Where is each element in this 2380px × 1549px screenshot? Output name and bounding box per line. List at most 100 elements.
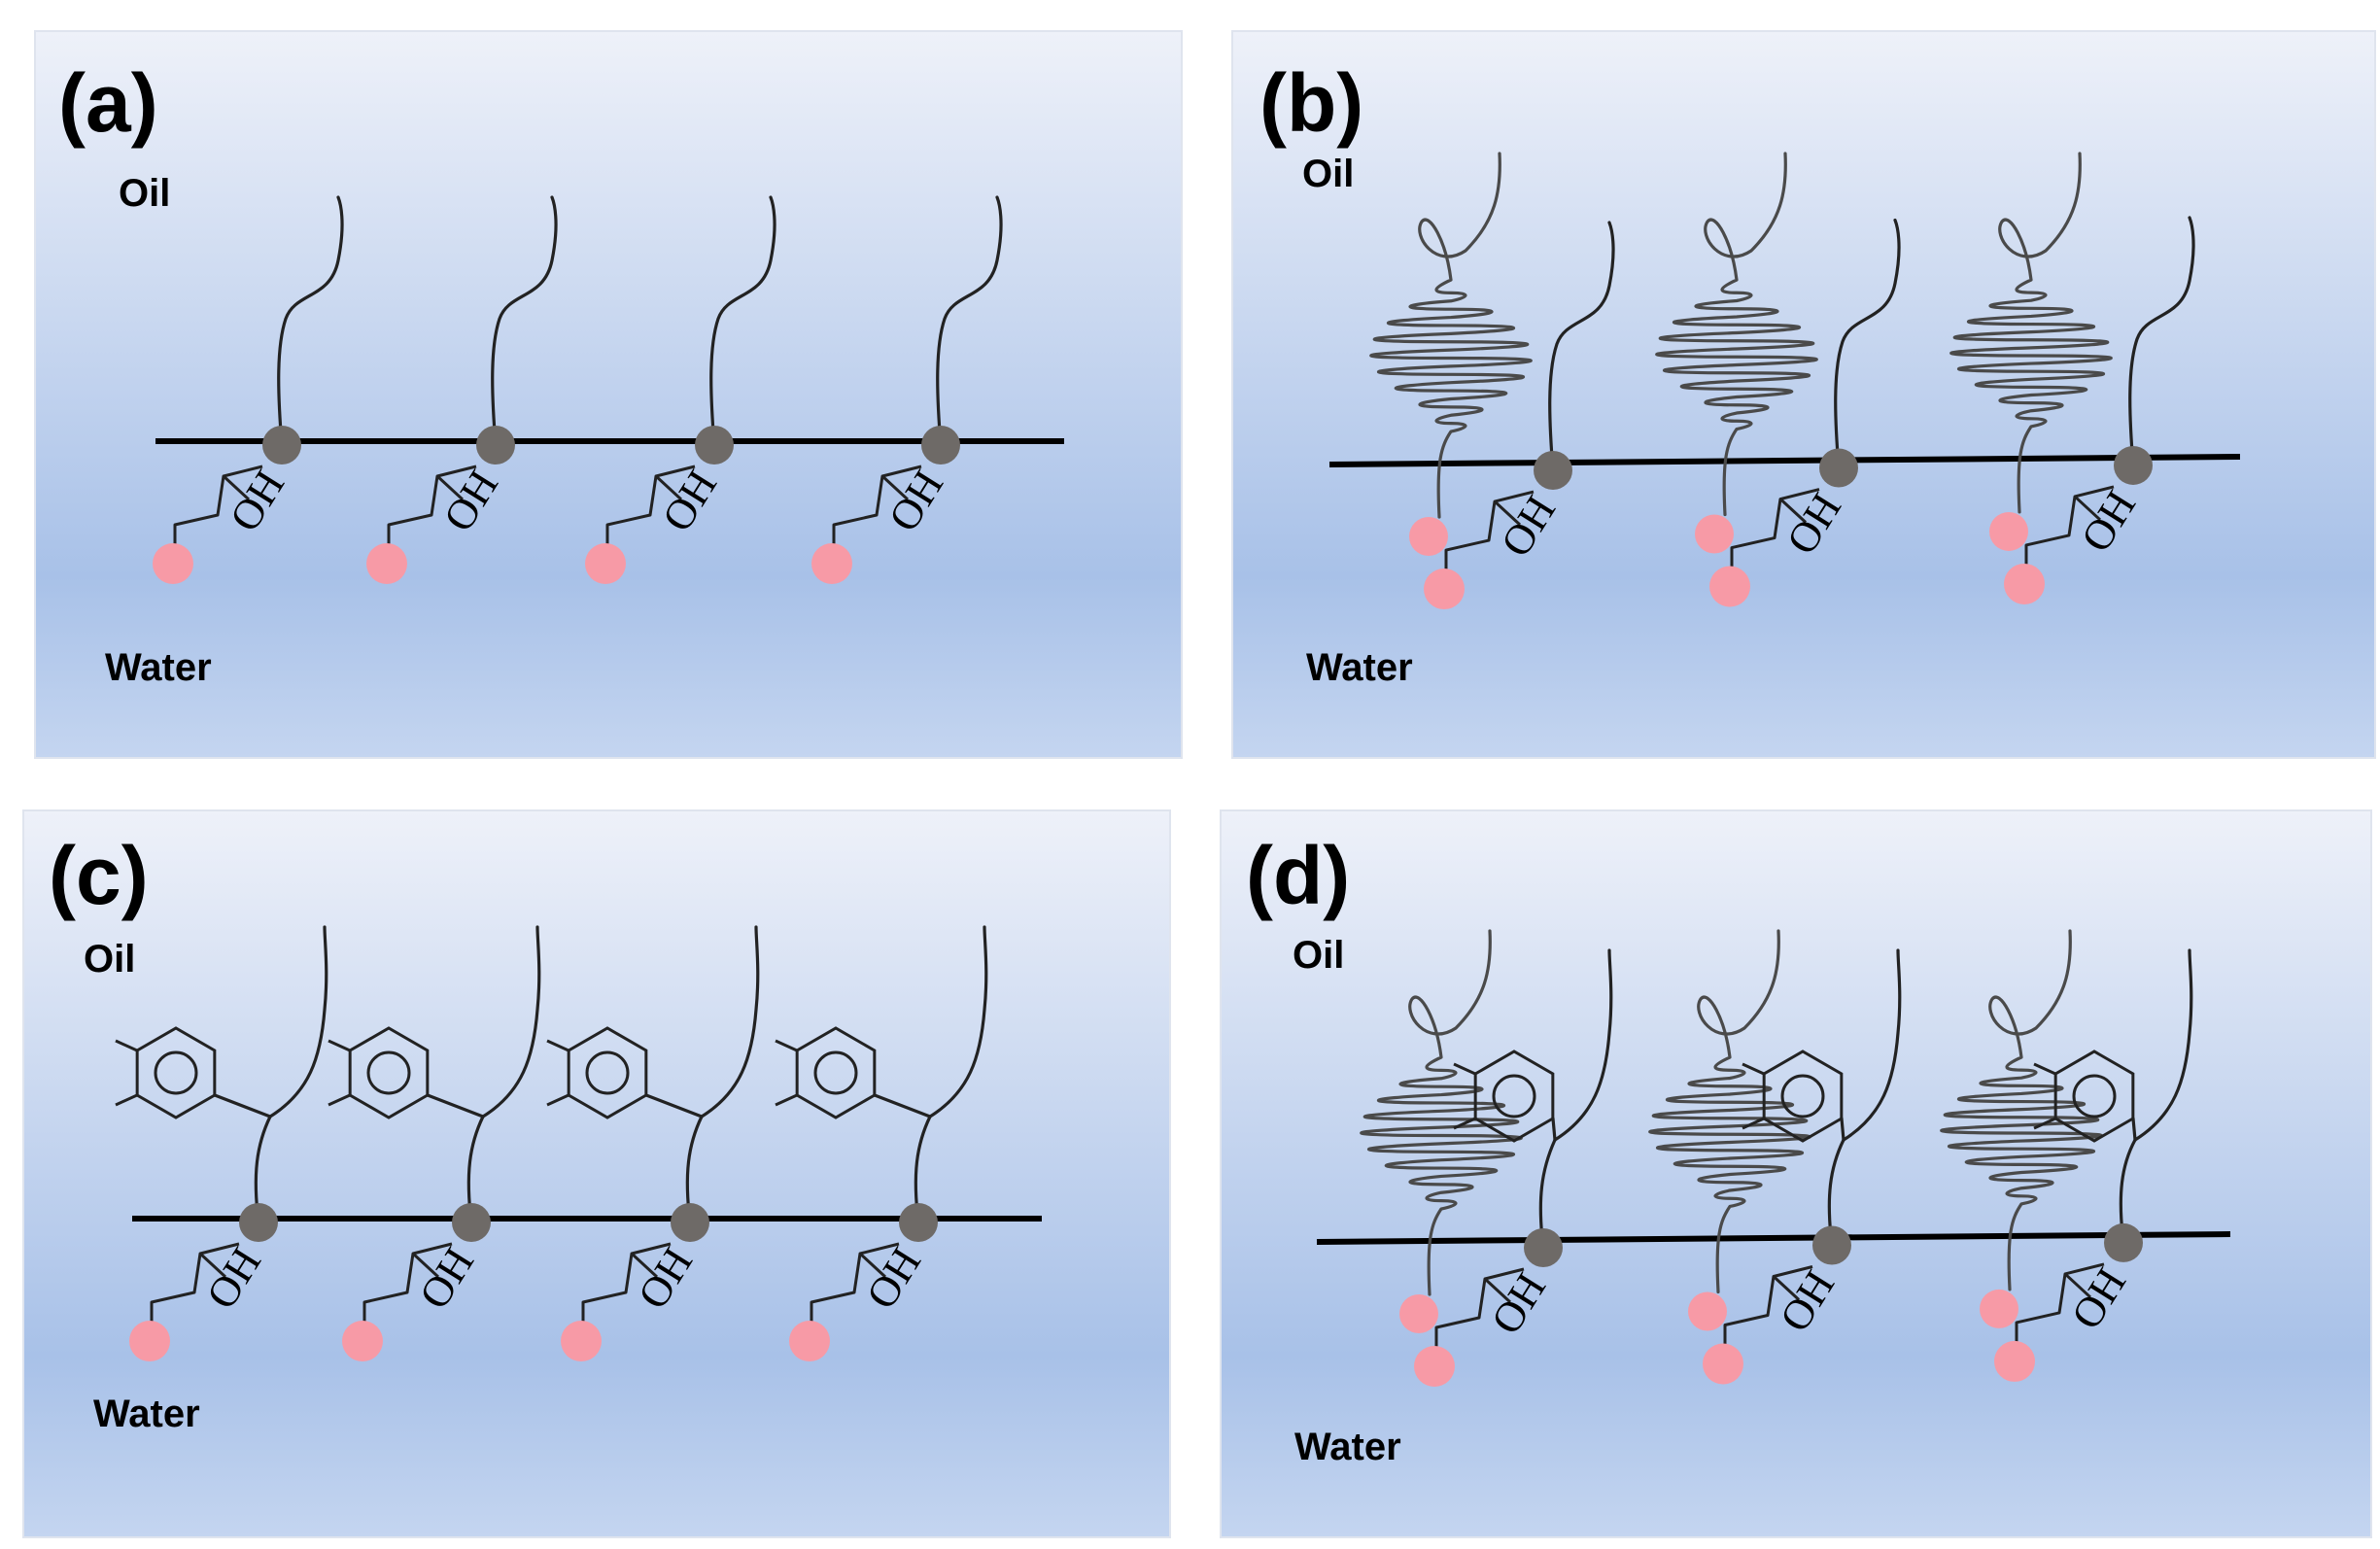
benzene-substituent-d-2 <box>2033 1062 2056 1130</box>
ring-bond-d-1 <box>1840 1117 1845 1142</box>
head-bead-c-2 <box>561 1321 602 1361</box>
coil-head-bead-b-1 <box>1695 514 1734 554</box>
polymer-coil-b-1 <box>1655 152 1818 517</box>
oil-water-interface-b <box>1328 454 2241 467</box>
panel-background-c <box>22 809 1171 1538</box>
linker-c-1 <box>362 1242 453 1337</box>
linker-b-0 <box>1444 490 1535 586</box>
anchor-bead-a-3 <box>921 426 960 465</box>
head-bead-a-0 <box>153 543 193 584</box>
water-label-c: Water <box>93 1393 200 1435</box>
panel-background-a <box>34 30 1183 759</box>
benzene-ring-c-0 <box>135 1026 217 1119</box>
anchor-bead-a-2 <box>695 426 734 465</box>
ring-bond-c-3 <box>873 1093 932 1119</box>
ring-bond-c-1 <box>426 1093 485 1119</box>
benzene-aromatic-c-0 <box>154 1050 198 1095</box>
benzene-aromatic-c-3 <box>813 1050 858 1095</box>
head-bead-d-1 <box>1703 1343 1743 1385</box>
anchor-bead-c-0 <box>239 1203 278 1242</box>
head-bead-d-2 <box>1994 1340 2035 1382</box>
hydrophobic-tail-c-1 <box>481 925 541 1119</box>
anchor-bead-b-0 <box>1534 451 1572 491</box>
benzene-aromatic-c-1 <box>366 1050 411 1095</box>
benzene-substituent-d-0 <box>1453 1062 1476 1130</box>
anchor-bead-a-1 <box>476 426 515 465</box>
anchor-bead-a-0 <box>262 426 301 465</box>
panel-letter-a: (a) <box>58 57 158 149</box>
hydrophobic-tail-a-0 <box>277 195 344 447</box>
benzene-ring-d-2 <box>2053 1050 2135 1143</box>
linker-a-2 <box>605 465 696 560</box>
head-bead-c-0 <box>129 1321 170 1361</box>
oil-label-c: Oil <box>84 938 135 981</box>
benzene-aromatic-d-1 <box>1780 1074 1825 1119</box>
coil-head-bead-d-0 <box>1399 1294 1438 1334</box>
hydrophobic-tail-a-2 <box>709 195 776 447</box>
linker-d-2 <box>2015 1262 2105 1358</box>
head-bead-a-2 <box>585 543 626 584</box>
ring-bond-d-2 <box>2131 1117 2137 1142</box>
anchor-bead-d-2 <box>2104 1222 2143 1262</box>
anchor-bead-c-2 <box>671 1203 709 1242</box>
linker-a-3 <box>832 465 922 560</box>
oh-bond-b-2 <box>2073 495 2102 522</box>
oh-bond-a-1 <box>435 474 465 501</box>
polymer-coil-d-1 <box>1648 929 1811 1294</box>
oh-bond-a-0 <box>222 474 251 501</box>
panel-letter-b: (b) <box>1259 57 1363 149</box>
oh-bond-d-1 <box>1772 1275 1801 1301</box>
benzene-substituent-c-1 <box>328 1039 351 1107</box>
panel-background-b <box>1231 30 2376 759</box>
anchor-bead-c-3 <box>899 1203 938 1242</box>
linker-d-0 <box>1434 1267 1525 1363</box>
linker-b-2 <box>2024 485 2115 580</box>
benzene-ring-d-0 <box>1473 1050 1555 1143</box>
hydrophobic-tail-d-1 <box>1842 948 1902 1142</box>
benzene-ring-c-1 <box>348 1026 430 1119</box>
oil-label-b: Oil <box>1302 153 1354 195</box>
benzene-substituent-d-1 <box>1742 1062 1765 1130</box>
water-label-a: Water <box>105 646 212 689</box>
anchor-bead-b-1 <box>1819 448 1858 488</box>
water-label-b: Water <box>1306 646 1413 689</box>
linker-b-1 <box>1730 488 1820 583</box>
oh-bond-c-0 <box>198 1252 227 1279</box>
coil-head-bead-d-1 <box>1688 1291 1727 1331</box>
polymer-coil-b-2 <box>1949 152 2113 514</box>
linker-d-1 <box>1723 1265 1813 1360</box>
oh-bond-a-3 <box>880 474 910 501</box>
head-bead-b-1 <box>1709 566 1750 607</box>
coil-head-bead-b-0 <box>1409 517 1448 557</box>
benzene-aromatic-d-2 <box>2072 1074 2117 1119</box>
head-bead-b-2 <box>2004 563 2045 604</box>
head-bead-d-0 <box>1414 1346 1455 1388</box>
head-bead-a-3 <box>811 543 852 584</box>
oil-label-a: Oil <box>119 172 170 215</box>
oh-bond-d-0 <box>1483 1277 1512 1304</box>
linker-a-1 <box>387 465 477 560</box>
water-label-d: Water <box>1294 1426 1401 1468</box>
benzene-ring-c-2 <box>567 1026 648 1119</box>
oh-bond-d-2 <box>2063 1272 2092 1299</box>
anchor-bead-b-2 <box>2114 445 2153 485</box>
benzene-substituent-c-3 <box>775 1039 798 1107</box>
polymer-coil-d-0 <box>1360 929 1523 1296</box>
panel-letter-d: (d) <box>1246 830 1350 921</box>
benzene-substituent-c-0 <box>115 1039 138 1107</box>
coil-head-bead-d-2 <box>1980 1289 2018 1328</box>
benzene-ring-d-1 <box>1762 1050 1844 1143</box>
ring-bond-c-0 <box>213 1093 272 1119</box>
hydrophobic-tail-a-1 <box>491 195 558 447</box>
hydrophobic-tail-d-2 <box>2133 948 2193 1142</box>
oh-bond-c-2 <box>630 1252 659 1279</box>
anchor-bead-d-1 <box>1812 1225 1851 1265</box>
head-bead-c-3 <box>789 1321 830 1361</box>
linker-c-3 <box>810 1242 900 1337</box>
anchor-bead-d-0 <box>1524 1228 1563 1268</box>
hydrophobic-tail-d-0 <box>1553 948 1613 1142</box>
polymer-coil-b-0 <box>1369 152 1533 519</box>
